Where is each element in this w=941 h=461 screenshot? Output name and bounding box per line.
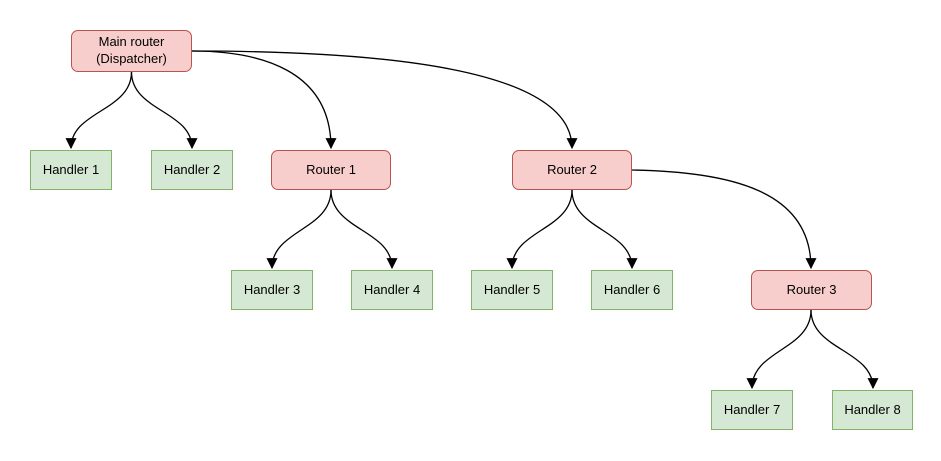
node-handler-8: Handler 8 (832, 390, 913, 430)
edge-main-router-to-router-2 (191, 50, 578, 150)
edge-main-router-to-router-1 (191, 50, 337, 150)
node-router-1: Router 1 (271, 150, 391, 190)
node-main-router: Main router (Dispatcher) (71, 30, 192, 72)
node-handler-7: Handler 7 (711, 390, 793, 430)
edge-main-router-to-handler-1 (65, 71, 133, 150)
node-handler-6: Handler 6 (591, 270, 673, 310)
edge-main-router-to-handler-2 (130, 71, 198, 150)
node-handler-3: Handler 3 (231, 270, 313, 310)
edge-router-3-to-handler-7 (746, 309, 812, 390)
edge-router-3-to-handler-8 (810, 309, 879, 390)
edge-router-2-to-router-3 (631, 169, 817, 270)
edge-router-2-to-handler-5 (506, 189, 573, 270)
edge-router-1-to-handler-4 (330, 189, 398, 270)
node-router-3: Router 3 (751, 270, 872, 310)
node-router-2: Router 2 (512, 150, 632, 190)
edge-router-1-to-handler-3 (266, 189, 332, 270)
node-handler-1: Handler 1 (30, 150, 112, 190)
node-handler-4: Handler 4 (351, 270, 433, 310)
node-handler-5: Handler 5 (471, 270, 553, 310)
node-handler-2: Handler 2 (151, 150, 233, 190)
edge-router-2-to-handler-6 (571, 189, 638, 270)
